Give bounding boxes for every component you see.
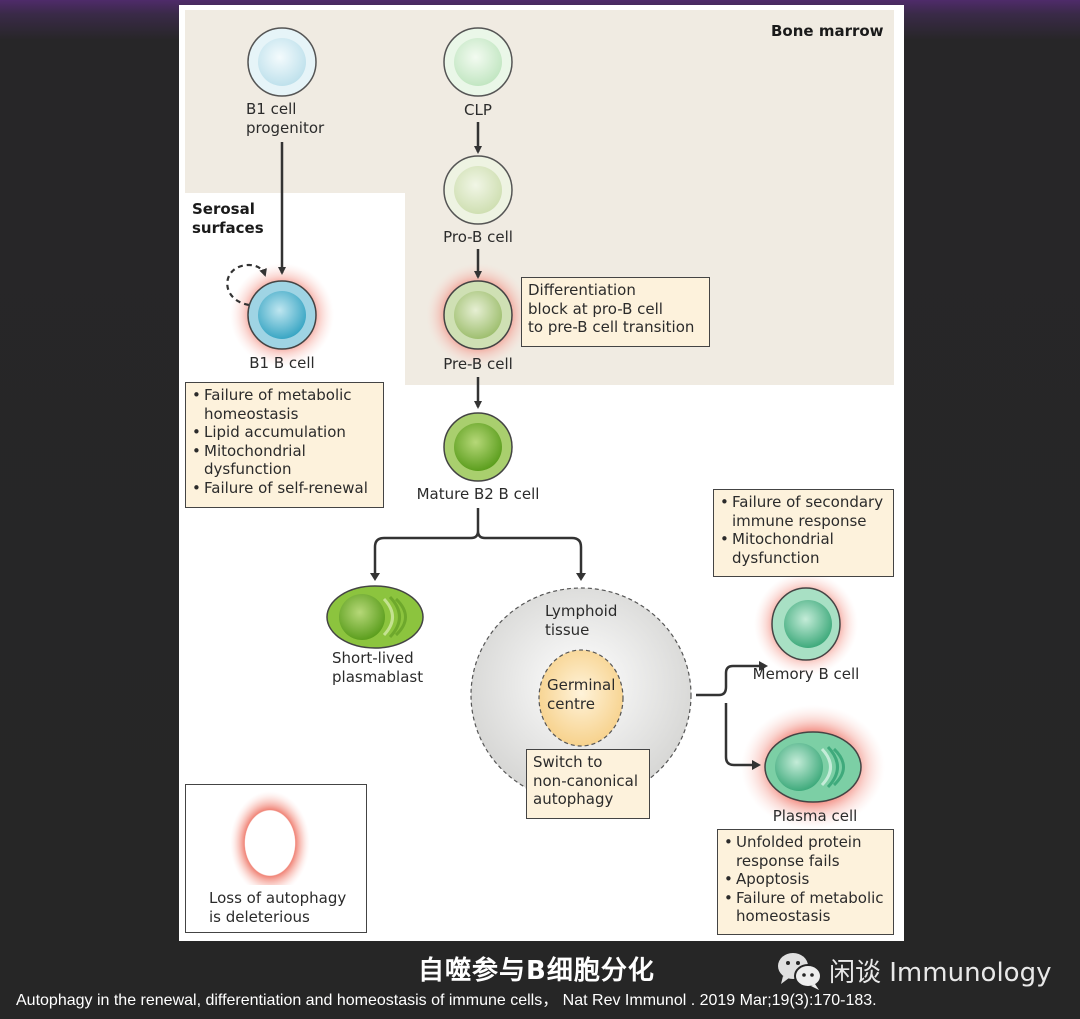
- note-switch-autophagy: Switch to non-canonical autophagy: [526, 749, 650, 819]
- cell-plasma: [764, 731, 862, 803]
- label-plasmablast: Short-lived plasmablast: [332, 649, 423, 687]
- cell-mature-b2: [443, 412, 513, 482]
- label-pre-b: Pre-B cell: [443, 355, 513, 373]
- cell-b1-b: [247, 280, 317, 350]
- note-line: non-canonical: [533, 771, 639, 790]
- bone-marrow-label: Bone marrow: [771, 22, 884, 40]
- citation: Autophagy in the renewal, differentiatio…: [16, 992, 877, 1009]
- label-plasma: Plasma cell: [772, 807, 858, 825]
- label-germinal-centre: Germinal centre: [547, 676, 615, 714]
- cell-b1-progenitor: [247, 27, 317, 97]
- arrowhead: [752, 760, 761, 770]
- branch-mature-to-outcomes: [373, 508, 583, 575]
- brand: 闲谈 Immunology: [775, 950, 1051, 990]
- cell-pre-b: [443, 280, 513, 350]
- cell-short-lived-plasmablast: [326, 585, 424, 649]
- label-line: plasmablast: [332, 668, 424, 686]
- note-item: Lipid accumulation: [192, 423, 377, 442]
- note-item: Failure of secondary immune response: [720, 493, 887, 530]
- self-renewal-arrow: [226, 263, 267, 307]
- label-line: tissue: [545, 621, 590, 639]
- serosal-label-line: surfaces: [192, 219, 264, 237]
- note-line: to pre-B cell transition: [528, 318, 695, 336]
- legend-halo-icon: [230, 791, 310, 885]
- label-line: progenitor: [246, 119, 325, 137]
- caption-title: 自噬参与B细胞分化: [418, 956, 655, 986]
- label-b1-b: B1 B cell: [249, 354, 315, 372]
- note-plasma-defects: Unfolded protein response fails Apoptosi…: [717, 829, 894, 935]
- diagram-graphics: [226, 27, 885, 829]
- label-memory-b: Memory B cell: [752, 665, 860, 683]
- label-line: Short-lived: [332, 649, 414, 667]
- legend-line: is deleterious: [209, 908, 310, 926]
- cell-pro-b: [443, 155, 513, 225]
- label-line: centre: [547, 695, 595, 713]
- arrowhead: [576, 573, 586, 581]
- legend-box: Loss of autophagy is deleterious: [185, 784, 367, 933]
- label-line: B1 cell: [246, 100, 297, 118]
- note-item: Failure of self-renewal: [192, 479, 377, 498]
- label-clp: CLP: [464, 101, 492, 119]
- label-mature-b2: Mature B2 B cell: [416, 485, 540, 503]
- note-line: autophagy: [533, 790, 614, 808]
- germinal-centre: [538, 649, 624, 747]
- note-item: Failure of metabolic homeostasis: [192, 386, 377, 423]
- note-line: Differentiation: [528, 281, 636, 299]
- cell-memory-b: [771, 587, 841, 661]
- legend-line: Loss of autophagy: [209, 889, 347, 907]
- note-item: Unfolded protein response fails: [724, 833, 887, 870]
- legend-text: Loss of autophagy is deleterious: [209, 889, 346, 927]
- label-lymphoid-tissue: Lymphoid tissue: [545, 602, 617, 640]
- label-b1-progenitor: B1 cell progenitor: [246, 100, 324, 138]
- arrowhead: [759, 661, 768, 671]
- serosal-surfaces-label: Serosal surfaces: [192, 200, 264, 238]
- cell-clp: [443, 27, 513, 97]
- label-line: Lymphoid: [545, 602, 618, 620]
- note-memory-defects: Failure of secondary immune response Mit…: [713, 489, 894, 577]
- note-line: Switch to: [533, 753, 603, 771]
- note-item: Failure of metabolic homeostasis: [724, 889, 887, 926]
- label-line: Germinal: [547, 676, 616, 694]
- brand-text: 闲谈 Immunology: [829, 957, 1052, 988]
- arrowhead: [370, 573, 380, 581]
- note-item: Apoptosis: [724, 870, 887, 889]
- note-item: Mitochondrial dysfunction: [192, 442, 377, 479]
- label-pro-b: Pro-B cell: [443, 228, 513, 246]
- note-item: Mitochondrial dysfunction: [720, 530, 887, 567]
- branch-lymphoid-to-memory-plasma: [696, 664, 761, 767]
- figure-panel: Bone marrow Serosal surfaces B1 cell pro…: [179, 5, 904, 941]
- note-line: block at pro-B cell: [528, 299, 663, 318]
- note-b1-defects: Failure of metabolic homeostasis Lipid a…: [185, 382, 384, 508]
- wechat-icon: [778, 953, 822, 990]
- serosal-label-line: Serosal: [192, 200, 255, 218]
- note-differentiation-block: Differentiation block at pro-B cell to p…: [521, 277, 710, 347]
